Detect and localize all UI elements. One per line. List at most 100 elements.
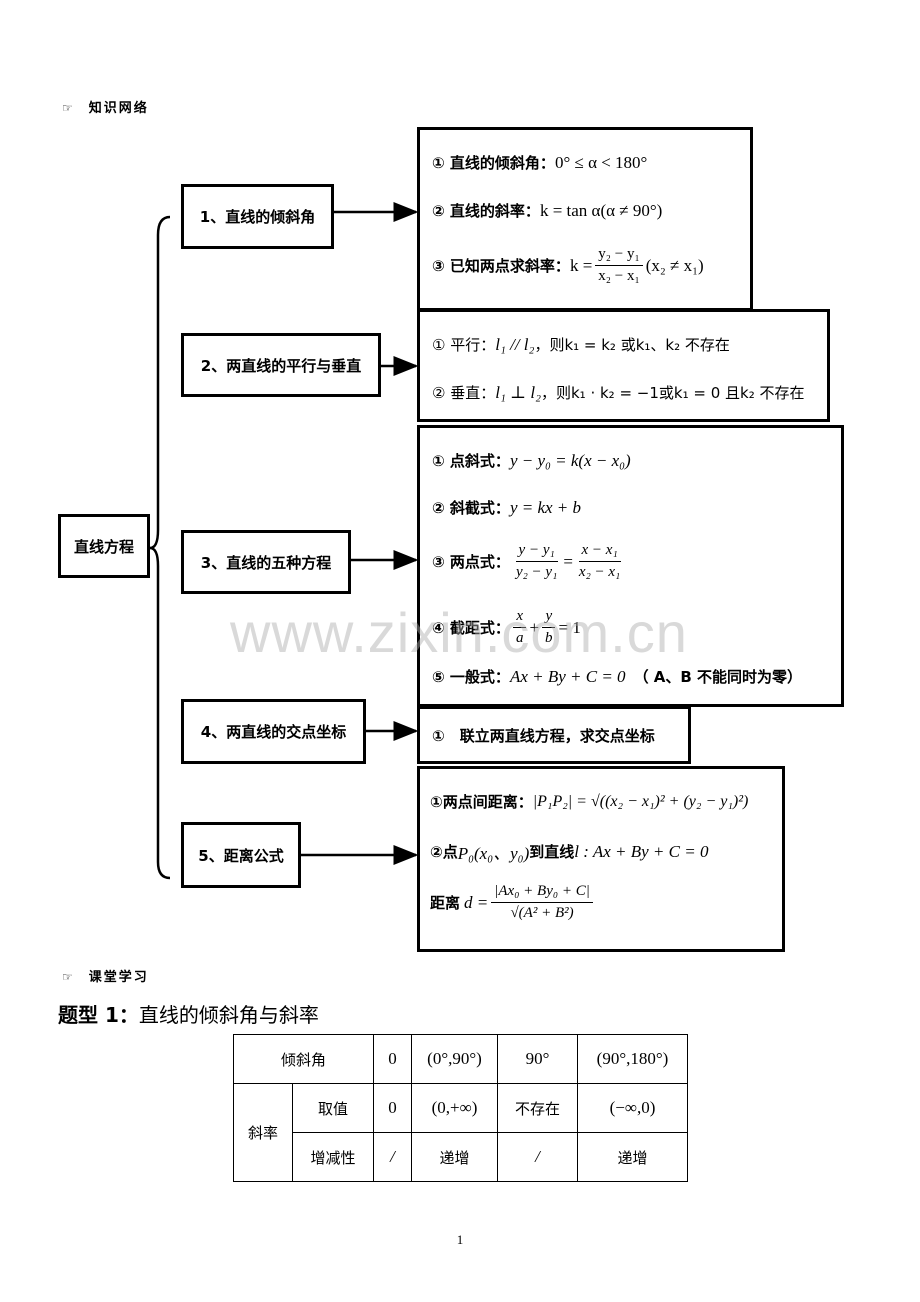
parallel-condition: ① 平行： l₁ // l₂ ，则k₁ = k₂ 或k₁、k₂ 不存在 [432,334,730,355]
plus-sign: + [529,617,540,637]
denominator: x₂ − x₁ [598,268,640,284]
table-cell: 斜率 [233,1083,293,1182]
numerator: x − x₁ [578,542,621,562]
section-header-class-study: ☞ 课堂学习 [62,966,149,985]
item-label: ⑤ 一般式： [432,668,510,686]
brace [149,215,171,880]
table-cell: 0 [373,1083,412,1133]
slope-intercept-form: ② 斜截式： y = kx + b [432,497,581,518]
section-title: 课堂学习 [88,970,149,985]
item-label: ④ 截距式： [432,619,510,637]
section-header-knowledge: ☞ 知识网络 [62,97,149,116]
problem-type-heading: 题型 1：直线的倾斜角与斜率 [58,999,319,1028]
math-expr: |P₁P₂| = √((x₂ − x₁)² + (y₂ − y₁)²) [532,792,749,810]
fraction: y − y₁ y₂ − y₁ [513,542,560,581]
point-slope-form: ① 点斜式： y − y₀ = k(x − x₀) [432,450,631,471]
condition-text: ，则k₁ · k₂ = −1或k₁ = 0 且k₂ 不存在 [540,384,805,402]
math-expr: 0° ≤ α < 180° [554,152,648,172]
detail-box-inclination: ① 直线的倾斜角： 0° ≤ α < 180° ② 直线的斜率： k = tan… [417,127,753,311]
topic-label: 4、两直线的交点坐标 [200,723,347,741]
table-cell: 递增 [577,1132,688,1182]
denominator: x₂ − x₁ [578,564,621,580]
item-label: ① 点斜式： [432,452,510,470]
math-expr: k = tan α(α ≠ 90°) [539,200,663,220]
table-cell: 增减性 [292,1132,374,1182]
table-cell: (0°,90°) [411,1034,498,1084]
table-cell: 递增 [411,1132,498,1182]
table-cell: 倾斜角 [233,1034,374,1084]
denominator: √(A² + B²) [510,905,574,921]
table-row: 斜率 取值 0 (0,+∞) 不存在 (−∞,0) [233,1083,688,1182]
table-cell: / [373,1132,412,1182]
math-expr: y = kx + b [509,497,582,517]
condition-text: ，则k₁ = k₂ 或k₁、k₂ 不存在 [534,336,730,354]
heading-number: 题型 1： [58,1003,139,1027]
fraction: x − x₁ x₂ − x₁ [576,542,623,581]
item-label: ①两点间距离： [430,793,533,811]
numerator: y − y₁ [515,542,558,562]
math-expr: = 1 [558,617,581,637]
topic-box-distance: 5、距离公式 [181,822,301,888]
table-row: 增减性 / 递增 / 递增 [234,1132,688,1182]
item-label: ③ 已知两点求斜率： [432,257,570,275]
math-expr: l : Ax + By + C = 0 [574,841,709,861]
fraction: x a [513,608,527,647]
table-cell: 取值 [292,1083,374,1133]
equals-sign: = [563,551,573,571]
item-label: ① 平行： [432,336,496,354]
mindmap-connectors [149,202,419,880]
inclination-slope-table: 倾斜角 0 (0°,90°) 90° (90°,180°) 斜率 取值 0 (0… [233,1034,688,1182]
point-line-distance: ②点 P₀(x₀、y₀) 到直线 l : Ax + By + C = 0 [430,839,708,864]
item-label: ② 斜截式： [432,499,510,517]
item-label: ② 垂直： [432,384,496,402]
section-title: 知识网络 [88,101,149,116]
fraction: y b [542,608,556,647]
table-cell: (90°,180°) [577,1034,688,1084]
item-label: ② 直线的斜率： [432,202,540,220]
topic-box-inclination: 1、直线的倾斜角 [181,184,334,249]
detail-box-intersection: ① 联立两直线方程，求交点坐标 [417,706,691,764]
table-cell: (−∞,0) [577,1083,688,1133]
table-cell: 0 [373,1034,412,1084]
fraction: |Ax₀ + By₀ + C| √(A² + B²) [491,883,593,922]
table-cell: (0,+∞) [411,1083,498,1133]
numerator: x [513,608,527,628]
detail-box-parallel-perpendicular: ① 平行： l₁ // l₂ ，则k₁ = k₂ 或k₁、k₂ 不存在 ② 垂直… [417,309,830,422]
heading-text: 直线的倾斜角与斜率 [138,1003,319,1027]
perpendicular-condition: ② 垂直： l₁ ⊥ l₂ ，则k₁ · k₂ = −1或k₁ = 0 且k₂ … [432,382,805,403]
watermark-text: www.zixin.com.cn [230,601,688,664]
math-expr: k = [569,255,593,275]
root-label: 直线方程 [73,537,134,556]
table-cell: 不存在 [497,1083,578,1133]
detail-box-distance: ①两点间距离： |P₁P₂| = √((x₂ − x₁)² + (y₂ − y₁… [417,766,785,952]
intercept-form: ④ 截距式： x a + y b = 1 [432,608,581,647]
math-expr: l₁ // l₂ [495,334,535,354]
root-box: 直线方程 [58,514,150,578]
topic-label: 3、直线的五种方程 [200,553,332,572]
math-expr: d = [464,892,489,912]
math-expr: l₁ ⊥ l₂ [495,382,541,402]
detail-box-five-equations: ① 点斜式： y − y₀ = k(x − x₀) ② 斜截式： y = kx … [417,425,844,707]
item-label: 距离 [430,894,461,912]
pointing-hand-icon: ☞ [62,970,75,984]
topic-label: 5、距离公式 [198,846,284,865]
page-number: 1 [456,1232,464,1247]
item-label: 到直线 [529,843,575,861]
table-cell: 90° [497,1034,578,1084]
item-label: ②点 [430,843,458,861]
pointing-hand-icon: ☞ [62,101,75,115]
math-expr: (x₂ ≠ x₁) [645,255,704,275]
topic-label: 1、直线的倾斜角 [199,208,316,226]
slope-definition: ② 直线的斜率： k = tan α(α ≠ 90°) [432,200,662,221]
two-point-form: ③ 两点式： y − y₁ y₂ − y₁ = x − x₁ x₂ − x₁ [432,542,626,581]
item-label: ③ 两点式： [432,553,510,571]
denominator: b [545,630,553,646]
intersection-method: ① 联立两直线方程，求交点坐标 [432,727,655,745]
denominator: a [515,630,524,646]
math-expr: Ax + By + C = 0 [509,666,626,686]
math-expr: y − y₀ = k(x − x₀) [509,450,631,470]
fraction: y₂ − y₁ x₂ − x₁ [595,246,643,285]
note-text: （ A、B 不能同时为零） [633,668,803,686]
distance-formula: 距离 d = |Ax₀ + By₀ + C| √(A² + B²) [430,883,596,922]
general-form: ⑤ 一般式： Ax + By + C = 0 （ A、B 不能同时为零） [432,666,802,687]
